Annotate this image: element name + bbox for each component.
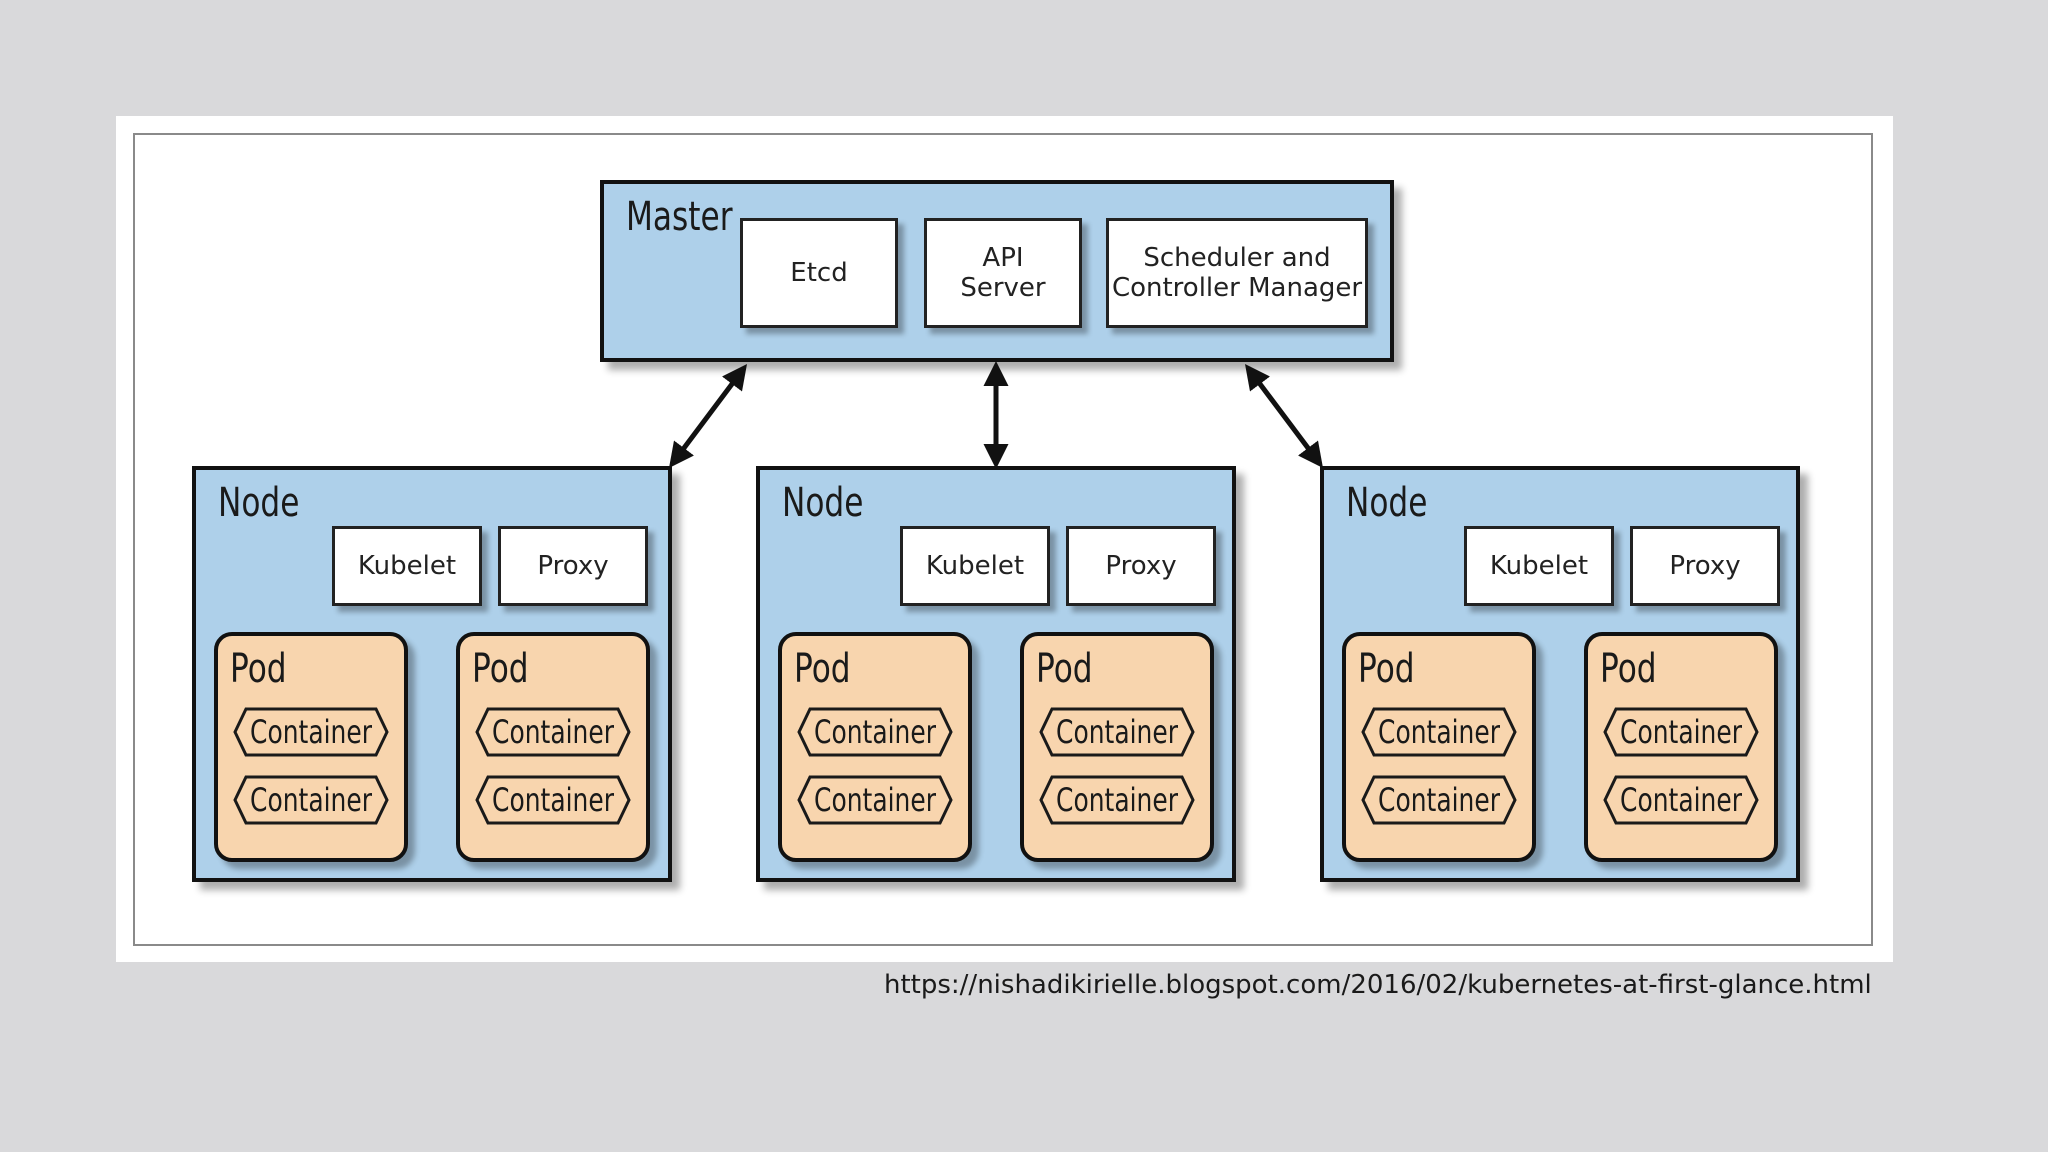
container-tag: Container [1602,706,1760,758]
master-title: Master [626,194,733,240]
container-label: Container [1056,713,1178,751]
api-server-label-line2: Server [960,273,1046,303]
kubelet-label: Kubelet [1489,551,1589,581]
node-title: Node [218,480,300,526]
container-tag: Container [796,774,954,826]
scheduler-label-line2: Controller Manager [1111,273,1363,303]
container-label: Container [1620,781,1742,819]
node-title: Node [1346,480,1428,526]
master-node3-arrow [1245,364,1323,468]
etcd-label: Etcd [790,258,848,288]
proxy-box: Proxy [1630,526,1780,606]
diagram-border [133,133,1873,946]
container-tag: Container [1360,706,1518,758]
container-label: Container [250,781,372,819]
node-panel: Node Kubelet Proxy Pod Container Contain… [1320,466,1800,882]
container-label: Container [492,781,614,819]
container-tag: Container [232,774,390,826]
proxy-box: Proxy [498,526,648,606]
kubelet-label: Kubelet [925,551,1025,581]
pod: Pod Container Container [1584,632,1778,862]
container-tag: Container [474,706,632,758]
container-label: Container [1620,713,1742,751]
pod-title: Pod [1358,646,1415,692]
kubelet-label: Kubelet [357,551,457,581]
container-label: Container [250,713,372,751]
proxy-label: Proxy [1105,551,1177,581]
node-title: Node [782,480,864,526]
pod-title: Pod [472,646,529,692]
container-label: Container [1056,781,1178,819]
api-server-label-line1: API [982,243,1024,273]
container-tag: Container [1038,774,1196,826]
scheduler-label-line1: Scheduler and [1143,243,1331,273]
master-node1-arrow [669,364,747,468]
pod-title: Pod [1036,646,1093,692]
pod: Pod Container Container [456,632,650,862]
container-label: Container [492,713,614,751]
node-panel: Node Kubelet Proxy Pod Container Contain… [192,466,672,882]
etcd-box: Etcd [740,218,898,328]
connector-arrows [669,361,1323,469]
pod-title: Pod [1600,646,1657,692]
pod-title: Pod [230,646,287,692]
proxy-box: Proxy [1066,526,1216,606]
kubelet-box: Kubelet [332,526,482,606]
scheduler-controller-box: Scheduler and Controller Manager [1106,218,1368,328]
source-url-caption: https://nishadikirielle.blogspot.com/201… [884,970,1872,1000]
kubelet-box: Kubelet [1464,526,1614,606]
container-tag: Container [1038,706,1196,758]
api-server-box: API Server [924,218,1082,328]
kubernetes-architecture-diagram: Master Etcd API Server Scheduler and Con… [116,116,1893,962]
container-label: Container [1378,781,1500,819]
container-tag: Container [1360,774,1518,826]
pod: Pod Container Container [1020,632,1214,862]
container-label: Container [1378,713,1500,751]
pod-title: Pod [794,646,851,692]
kubelet-box: Kubelet [900,526,1050,606]
master-panel: Master Etcd API Server Scheduler and Con… [600,180,1394,362]
proxy-label: Proxy [1669,551,1741,581]
pod: Pod Container Container [214,632,408,862]
container-tag: Container [796,706,954,758]
container-tag: Container [474,774,632,826]
container-label: Container [814,781,936,819]
node-panel: Node Kubelet Proxy Pod Container Contain… [756,466,1236,882]
container-tag: Container [232,706,390,758]
container-label: Container [814,713,936,751]
container-tag: Container [1602,774,1760,826]
proxy-label: Proxy [537,551,609,581]
pod: Pod Container Container [778,632,972,862]
pod: Pod Container Container [1342,632,1536,862]
